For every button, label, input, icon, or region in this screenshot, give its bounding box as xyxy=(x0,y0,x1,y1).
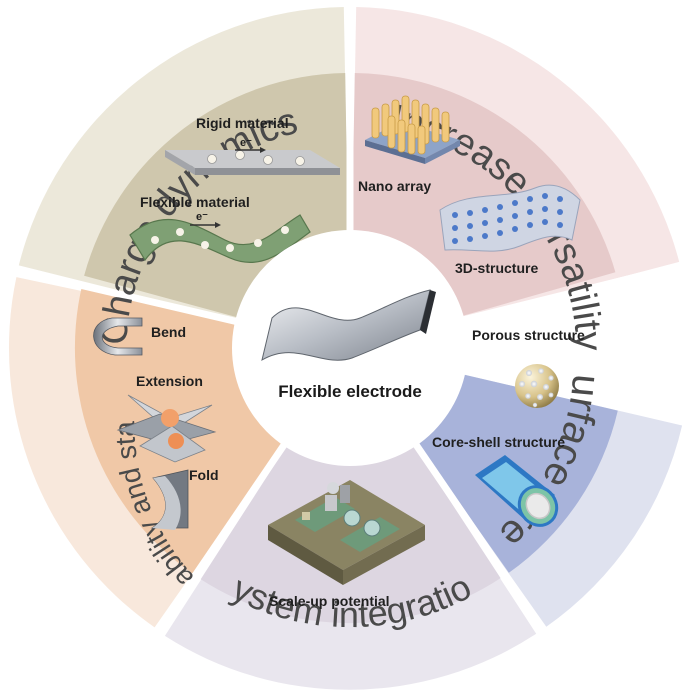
item-scale-up-potential: Scale-up potential xyxy=(269,593,390,609)
item-flexible-material: Flexible material xyxy=(140,194,250,210)
nano-array-icon xyxy=(365,95,460,164)
rigid-material-slab xyxy=(165,147,340,175)
item-porous-structure: Porous structure xyxy=(472,327,585,343)
item-fold: Fold xyxy=(189,467,219,483)
electron-label-flexible: e⁻ xyxy=(196,211,208,223)
core-shell-icon xyxy=(475,455,559,527)
porous-sphere-icon xyxy=(515,364,559,408)
item-rigid-material: Rigid material xyxy=(196,115,289,131)
center-hub: Flexible electrode xyxy=(232,230,468,466)
center-title: Flexible electrode xyxy=(278,382,422,401)
flexible-electrode-icon xyxy=(261,289,436,362)
item-extension: Extension xyxy=(136,373,203,389)
extension-icon xyxy=(116,394,217,463)
flexible-material-sheet xyxy=(129,214,311,263)
item-nano-array: Nano array xyxy=(358,178,431,194)
fold-icon xyxy=(150,469,189,530)
item-core-shell-structure: Core-shell structure xyxy=(432,434,565,450)
item-3d-structure: 3D-structure xyxy=(455,260,538,276)
3d-structure-icon xyxy=(439,184,581,252)
scale-up-plant-icon xyxy=(268,480,425,585)
bend-icon xyxy=(93,317,143,356)
item-bend: Bend xyxy=(151,324,186,340)
electron-label-rigid: e⁻ xyxy=(240,137,252,149)
